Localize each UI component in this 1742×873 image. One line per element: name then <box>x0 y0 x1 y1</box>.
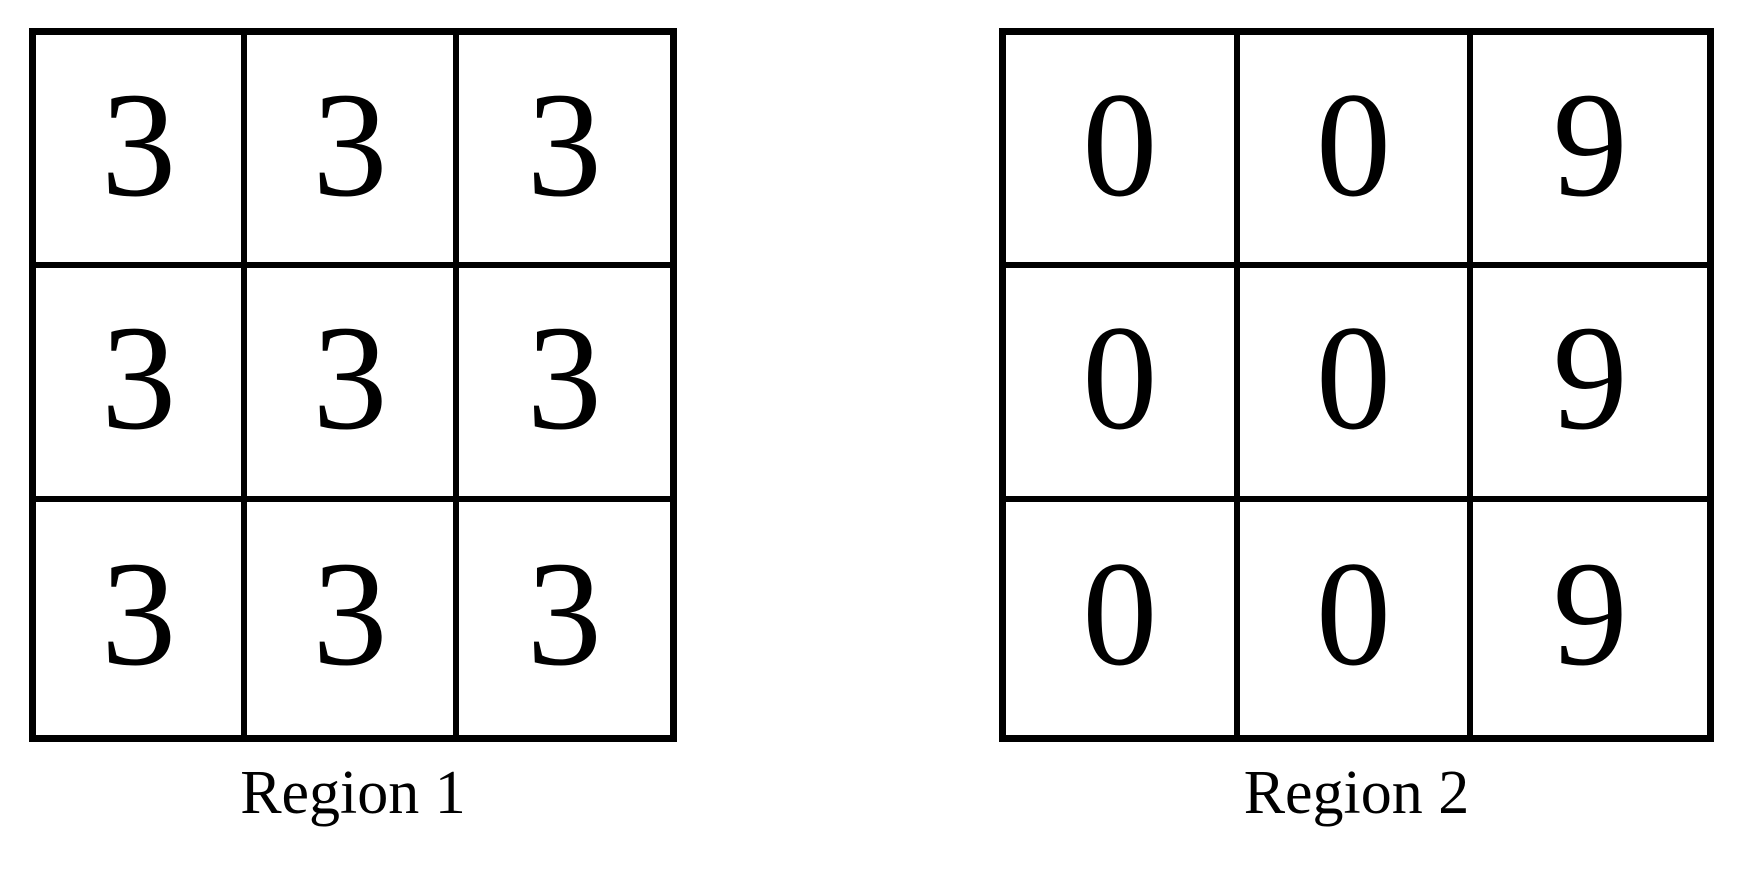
region-1-caption: Region 1 <box>240 759 466 827</box>
cell-value: 3 <box>101 531 177 698</box>
table-cell: 0 <box>1006 268 1240 502</box>
region-block-2: 0 0 9 0 0 9 0 0 9 Region 2 <box>999 0 1714 824</box>
cell-value: 3 <box>101 294 177 461</box>
region-2-caption: Region 2 <box>1243 759 1470 827</box>
cell-value: 9 <box>1552 294 1628 461</box>
table-cell: 3 <box>458 268 670 502</box>
table-cell: 3 <box>247 268 459 502</box>
cell-value: 0 <box>1082 61 1158 228</box>
table-cell: 0 <box>1239 268 1474 502</box>
table-cell: 3 <box>247 501 459 735</box>
table-cell: 9 <box>1473 35 1707 269</box>
cell-value: 3 <box>526 294 602 461</box>
table-cell: 9 <box>1473 501 1707 735</box>
region-2-matrix: 0 0 9 0 0 9 0 0 9 <box>999 28 1714 742</box>
cell-value: 3 <box>312 294 388 461</box>
cell-value: 0 <box>1082 531 1158 698</box>
table-cell: 0 <box>1006 501 1240 735</box>
cell-value: 9 <box>1552 61 1628 228</box>
table-cell: 0 <box>1239 501 1474 735</box>
cell-value: 3 <box>101 61 177 228</box>
table-cell: 3 <box>247 35 459 269</box>
cell-value: 3 <box>312 531 388 698</box>
table-cell: 3 <box>458 501 670 735</box>
table-cell: 0 <box>1006 35 1240 269</box>
cell-value: 3 <box>526 531 602 698</box>
table-cell: 3 <box>36 268 248 502</box>
table-cell: 3 <box>458 35 670 269</box>
cell-value: 0 <box>1315 61 1391 228</box>
table-cell: 3 <box>36 35 248 269</box>
cell-value: 0 <box>1315 294 1391 461</box>
table-cell: 0 <box>1239 35 1474 269</box>
cell-value: 3 <box>526 61 602 228</box>
cell-value: 0 <box>1082 294 1158 461</box>
cell-value: 9 <box>1552 531 1628 698</box>
region-block-1: 3 3 3 3 3 3 3 3 3 Region 1 <box>29 0 677 824</box>
table-cell: 3 <box>36 501 248 735</box>
cell-value: 3 <box>312 61 388 228</box>
table-cell: 9 <box>1473 268 1707 502</box>
cell-value: 0 <box>1315 531 1391 698</box>
region-1-matrix: 3 3 3 3 3 3 3 3 3 <box>29 28 677 742</box>
